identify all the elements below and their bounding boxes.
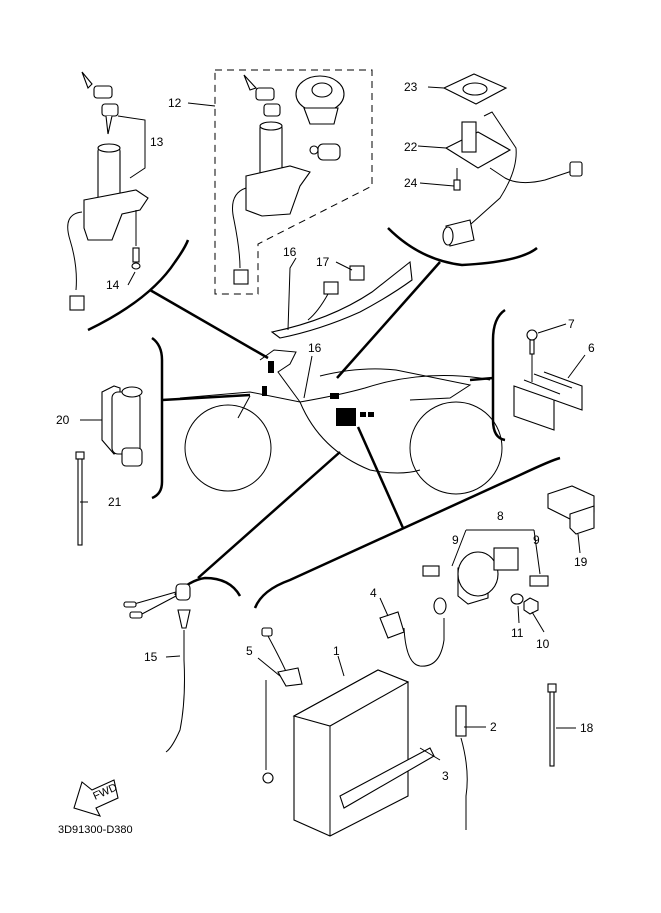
callout-24: 24	[404, 176, 418, 190]
component-marker	[336, 408, 356, 426]
callout-2: 2	[490, 720, 497, 734]
callout-1: 1	[333, 644, 340, 658]
starter-relay	[422, 529, 549, 615]
main-switch-set-box	[214, 69, 373, 295]
ignition-coil	[101, 385, 143, 467]
callout-20: 20	[56, 413, 70, 427]
rear-brake-switch	[123, 583, 191, 753]
cable-tie	[75, 451, 85, 546]
main-switch-assembly	[67, 71, 149, 311]
callout-12: 12	[168, 96, 182, 110]
breather-hose	[455, 705, 468, 830]
callout-6: 6	[588, 341, 595, 355]
callout-16-bike: 16	[308, 341, 322, 355]
wire-harness-detail	[270, 260, 413, 339]
forward-direction-arrow: FWD	[73, 779, 119, 817]
callout-14: 14	[106, 278, 120, 292]
relay-cover	[379, 597, 447, 667]
drawing-code: 3D91300-D380	[58, 824, 133, 836]
battery-lead	[261, 627, 303, 784]
rectifier-regulator	[513, 329, 583, 431]
callout-7: 7	[568, 317, 575, 331]
cdi-unit	[547, 485, 595, 535]
band	[547, 683, 557, 767]
callout-labels: 12 13 14 23 22 24 16 17 16 20 21 7 6 8 9…	[56, 80, 595, 783]
callout-4: 4	[370, 586, 377, 600]
callout-10: 10	[536, 637, 550, 651]
callout-23: 23	[404, 80, 418, 94]
callout-8: 8	[497, 509, 504, 523]
group-brackets	[87, 227, 561, 609]
callout-13: 13	[150, 135, 164, 149]
callout-11: 11	[511, 626, 524, 640]
callout-15: 15	[144, 650, 158, 664]
callout-5: 5	[246, 644, 253, 658]
callout-16-top: 16	[283, 245, 297, 259]
callout-21: 21	[108, 495, 122, 509]
motorcycle-silhouette	[179, 349, 503, 495]
callout-18: 18	[580, 721, 594, 735]
callout-9-right: 9	[533, 533, 540, 547]
callout-9-left: 9	[452, 533, 459, 547]
callout-17: 17	[316, 255, 330, 269]
battery	[292, 669, 435, 837]
callout-19: 19	[574, 555, 588, 569]
fuel-sender-assembly	[442, 73, 583, 247]
callout-22: 22	[404, 140, 418, 154]
callout-3: 3	[442, 769, 449, 783]
callout-leaders	[80, 86, 586, 761]
